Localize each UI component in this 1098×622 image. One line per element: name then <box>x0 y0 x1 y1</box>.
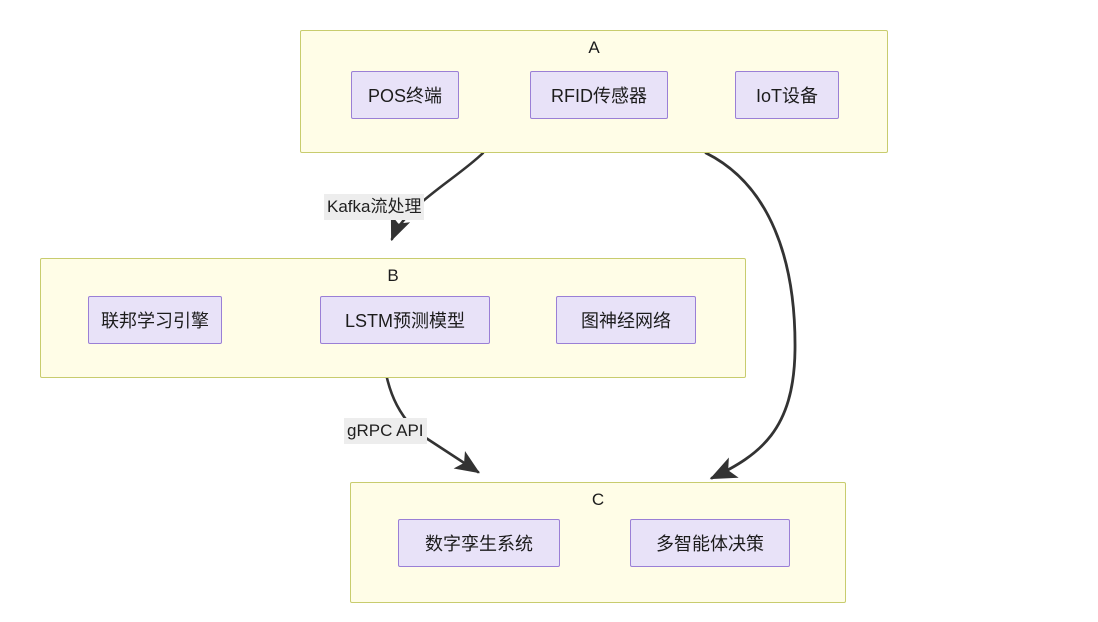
node-iot-device-label: IoT设备 <box>755 86 818 106</box>
node-pos-terminal[interactable]: POS终端 <box>351 71 459 119</box>
node-rfid-sensor-label: RFID传感器 <box>551 86 647 106</box>
node-lstm-model-label: LSTM预测模型 <box>344 311 465 331</box>
node-graph-neural-network-label: 图神经网络 <box>581 311 671 331</box>
node-digital-twin-system[interactable]: 数字孪生系统 <box>398 519 560 567</box>
node-rfid-sensor[interactable]: RFID传感器 <box>530 71 668 119</box>
edge-label-grpc: gRPC API <box>344 418 427 444</box>
subgraph-b-title: B <box>387 266 399 285</box>
node-iot-device[interactable]: IoT设备 <box>735 71 839 119</box>
edge-b-to-c-tail <box>424 436 480 474</box>
subgraph-a-title: A <box>588 38 600 57</box>
node-multi-agent-decision[interactable]: 多智能体决策 <box>630 519 790 567</box>
node-pos-terminal-label: POS终端 <box>367 86 442 106</box>
node-federated-learning-engine[interactable]: 联邦学习引擎 <box>88 296 222 344</box>
node-graph-neural-network[interactable]: 图神经网络 <box>556 296 696 344</box>
edge-label-kafka: Kafka流处理 <box>324 194 425 220</box>
node-multi-agent-decision-label: 多智能体决策 <box>656 534 764 554</box>
node-lstm-model[interactable]: LSTM预测模型 <box>320 296 490 344</box>
subgraph-c-title: C <box>591 490 605 509</box>
node-digital-twin-system-label: 数字孪生系统 <box>425 534 533 554</box>
node-federated-learning-engine-label: 联邦学习引擎 <box>101 311 209 331</box>
